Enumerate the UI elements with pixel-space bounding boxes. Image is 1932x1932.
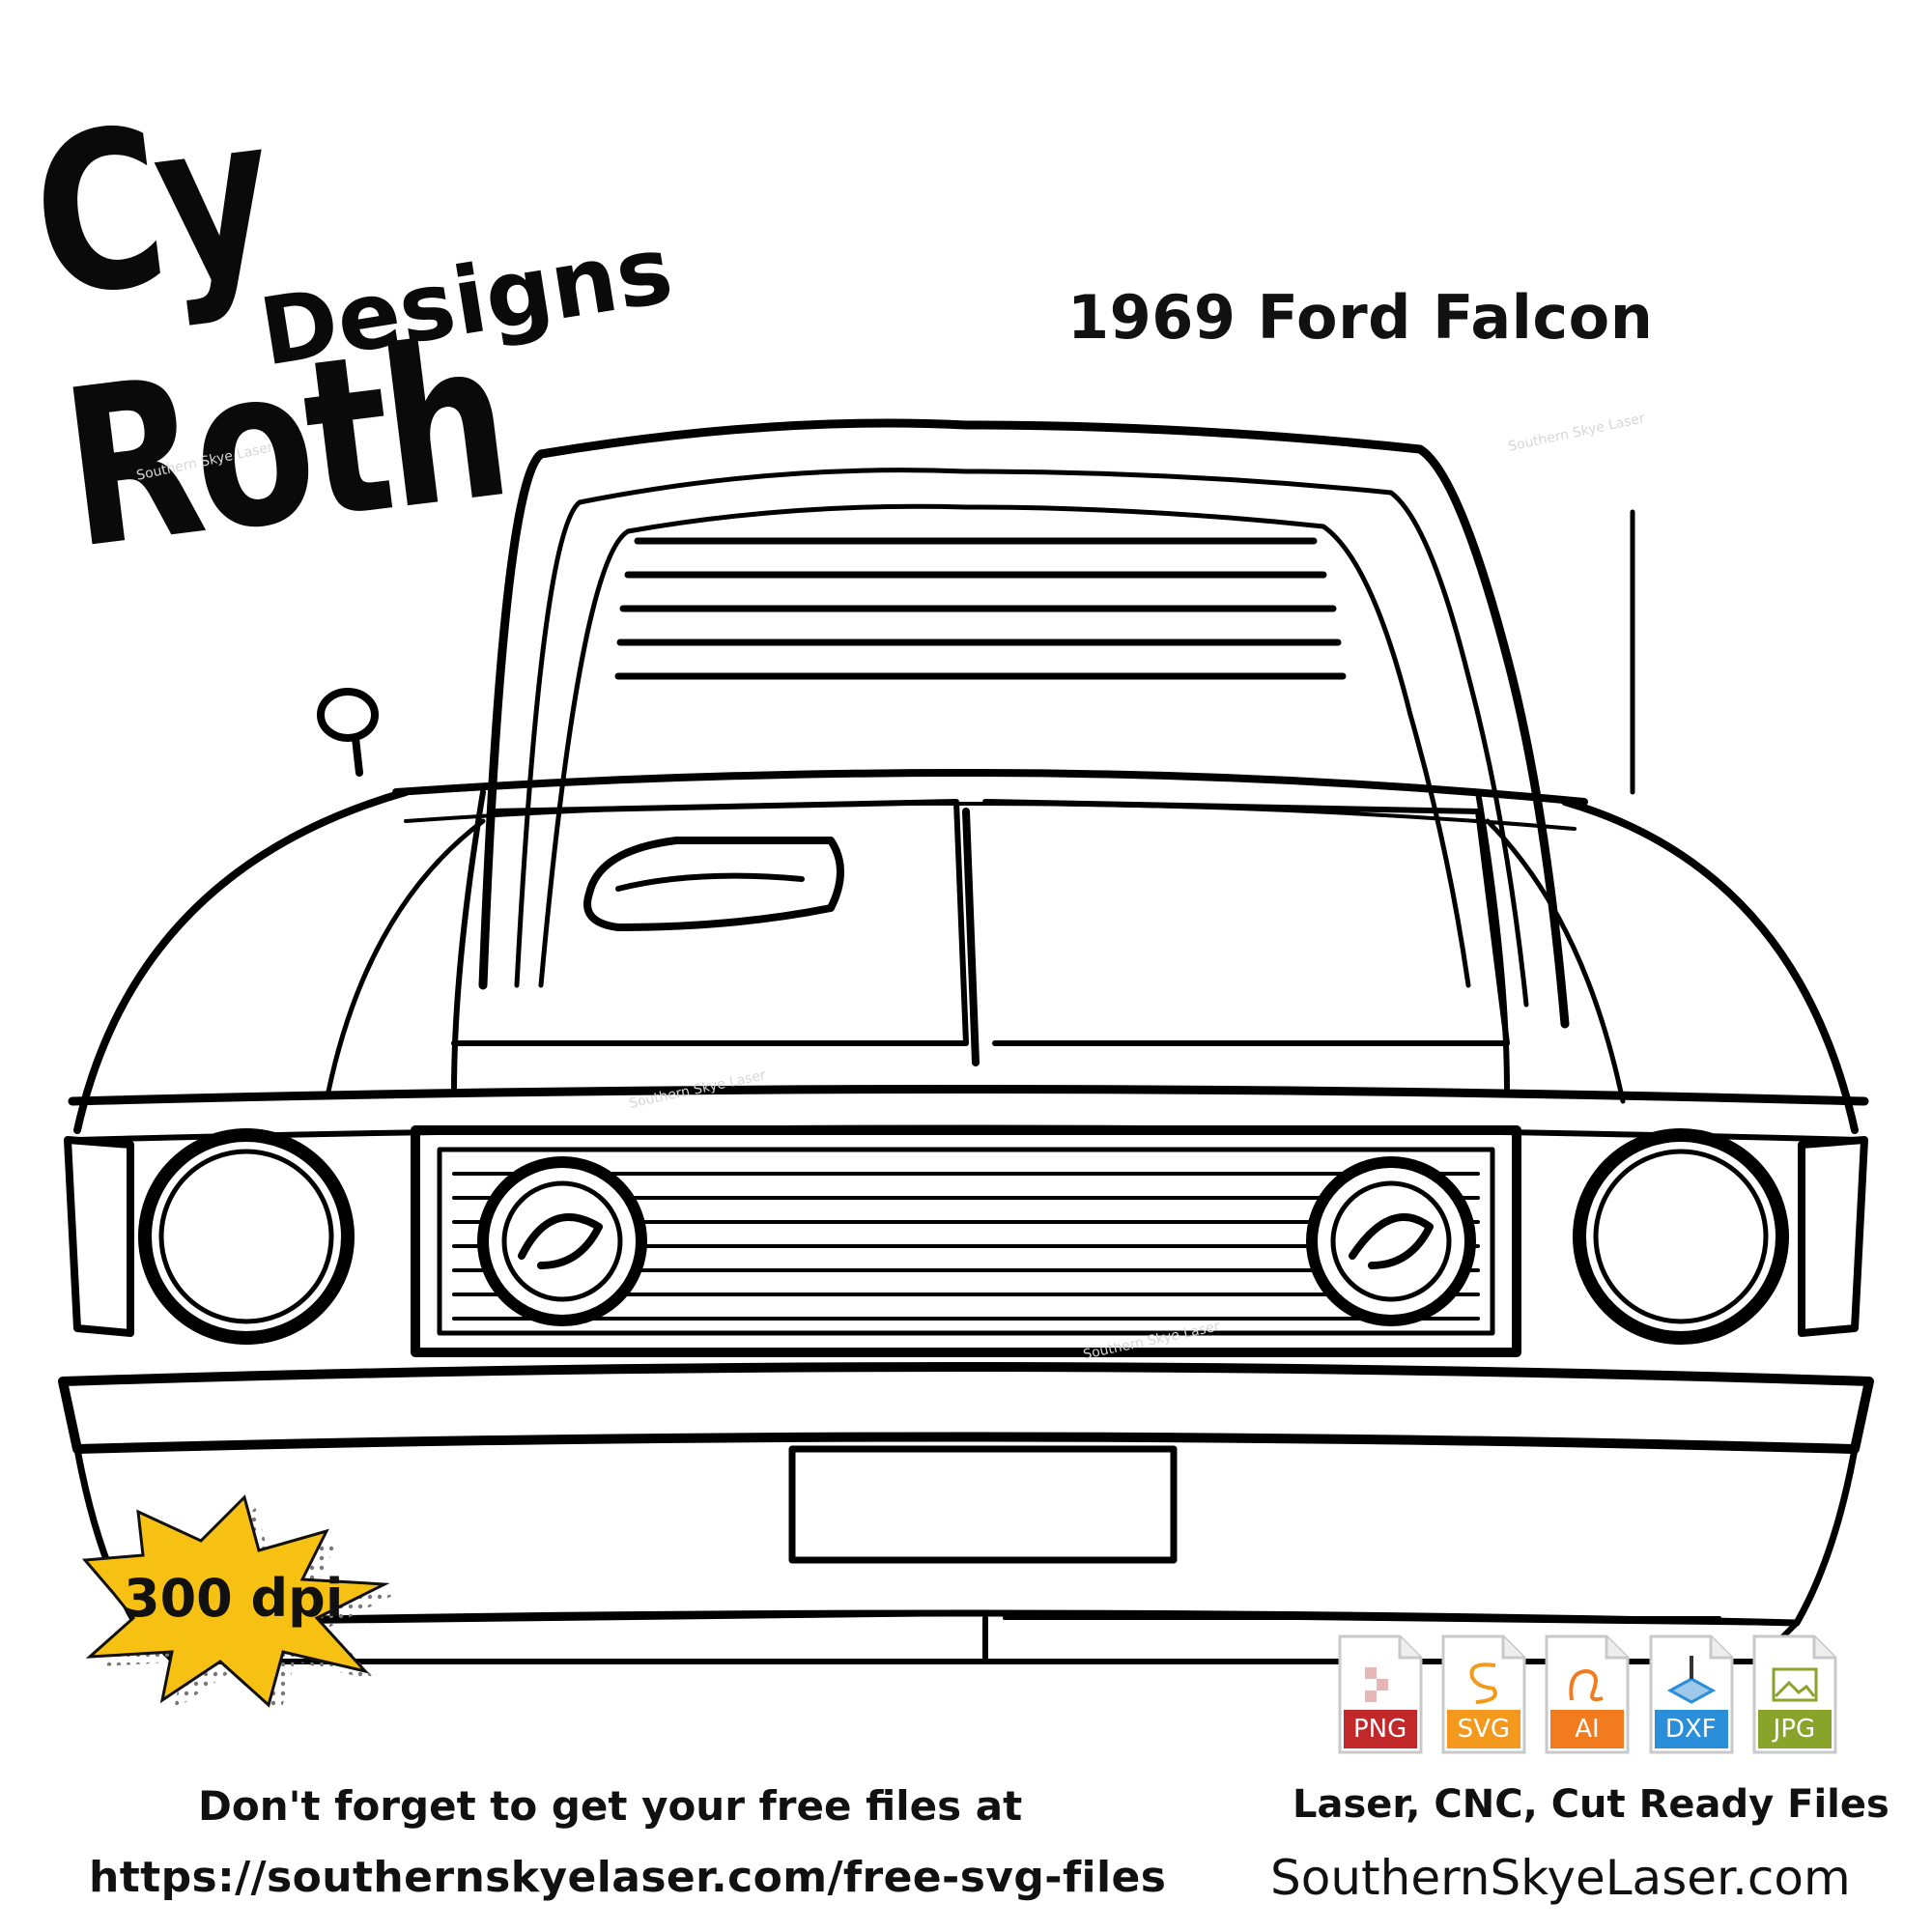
badge-shape xyxy=(81,1494,390,1708)
ai-file-icon: AI xyxy=(1543,1633,1631,1756)
dxf-file-icon: DXF xyxy=(1647,1633,1735,1756)
promo-text: Don't forget to get your free files at xyxy=(198,1782,1023,1830)
file-type-icons: PNG SVG AI DXF xyxy=(1336,1633,1838,1758)
tagline: Laser, CNC, Cut Ready Files xyxy=(1293,1782,1889,1827)
car-illustration xyxy=(58,418,1874,1664)
file-type-label: AI xyxy=(1575,1715,1600,1744)
site-name: SouthernSkyeLaser.com xyxy=(1270,1850,1851,1906)
badge-text: 300 dpi xyxy=(124,1568,344,1629)
file-type-label: DXF xyxy=(1664,1715,1717,1744)
jpg-file-icon: JPG xyxy=(1750,1633,1838,1756)
promo-url: https://southernskyelaser.com/free-svg-f… xyxy=(89,1853,1167,1902)
file-type-label: JPG xyxy=(1773,1715,1816,1744)
png-file-icon: PNG xyxy=(1336,1633,1424,1756)
badge-starburst xyxy=(81,1494,394,1710)
file-type-label: PNG xyxy=(1352,1715,1407,1744)
svg-file-icon: SVG xyxy=(1439,1633,1527,1756)
file-type-label: SVG xyxy=(1457,1715,1511,1744)
car-title: 1969 Ford Falcon xyxy=(1067,282,1654,353)
brand-logo: Cy Roth Designs xyxy=(12,58,679,598)
